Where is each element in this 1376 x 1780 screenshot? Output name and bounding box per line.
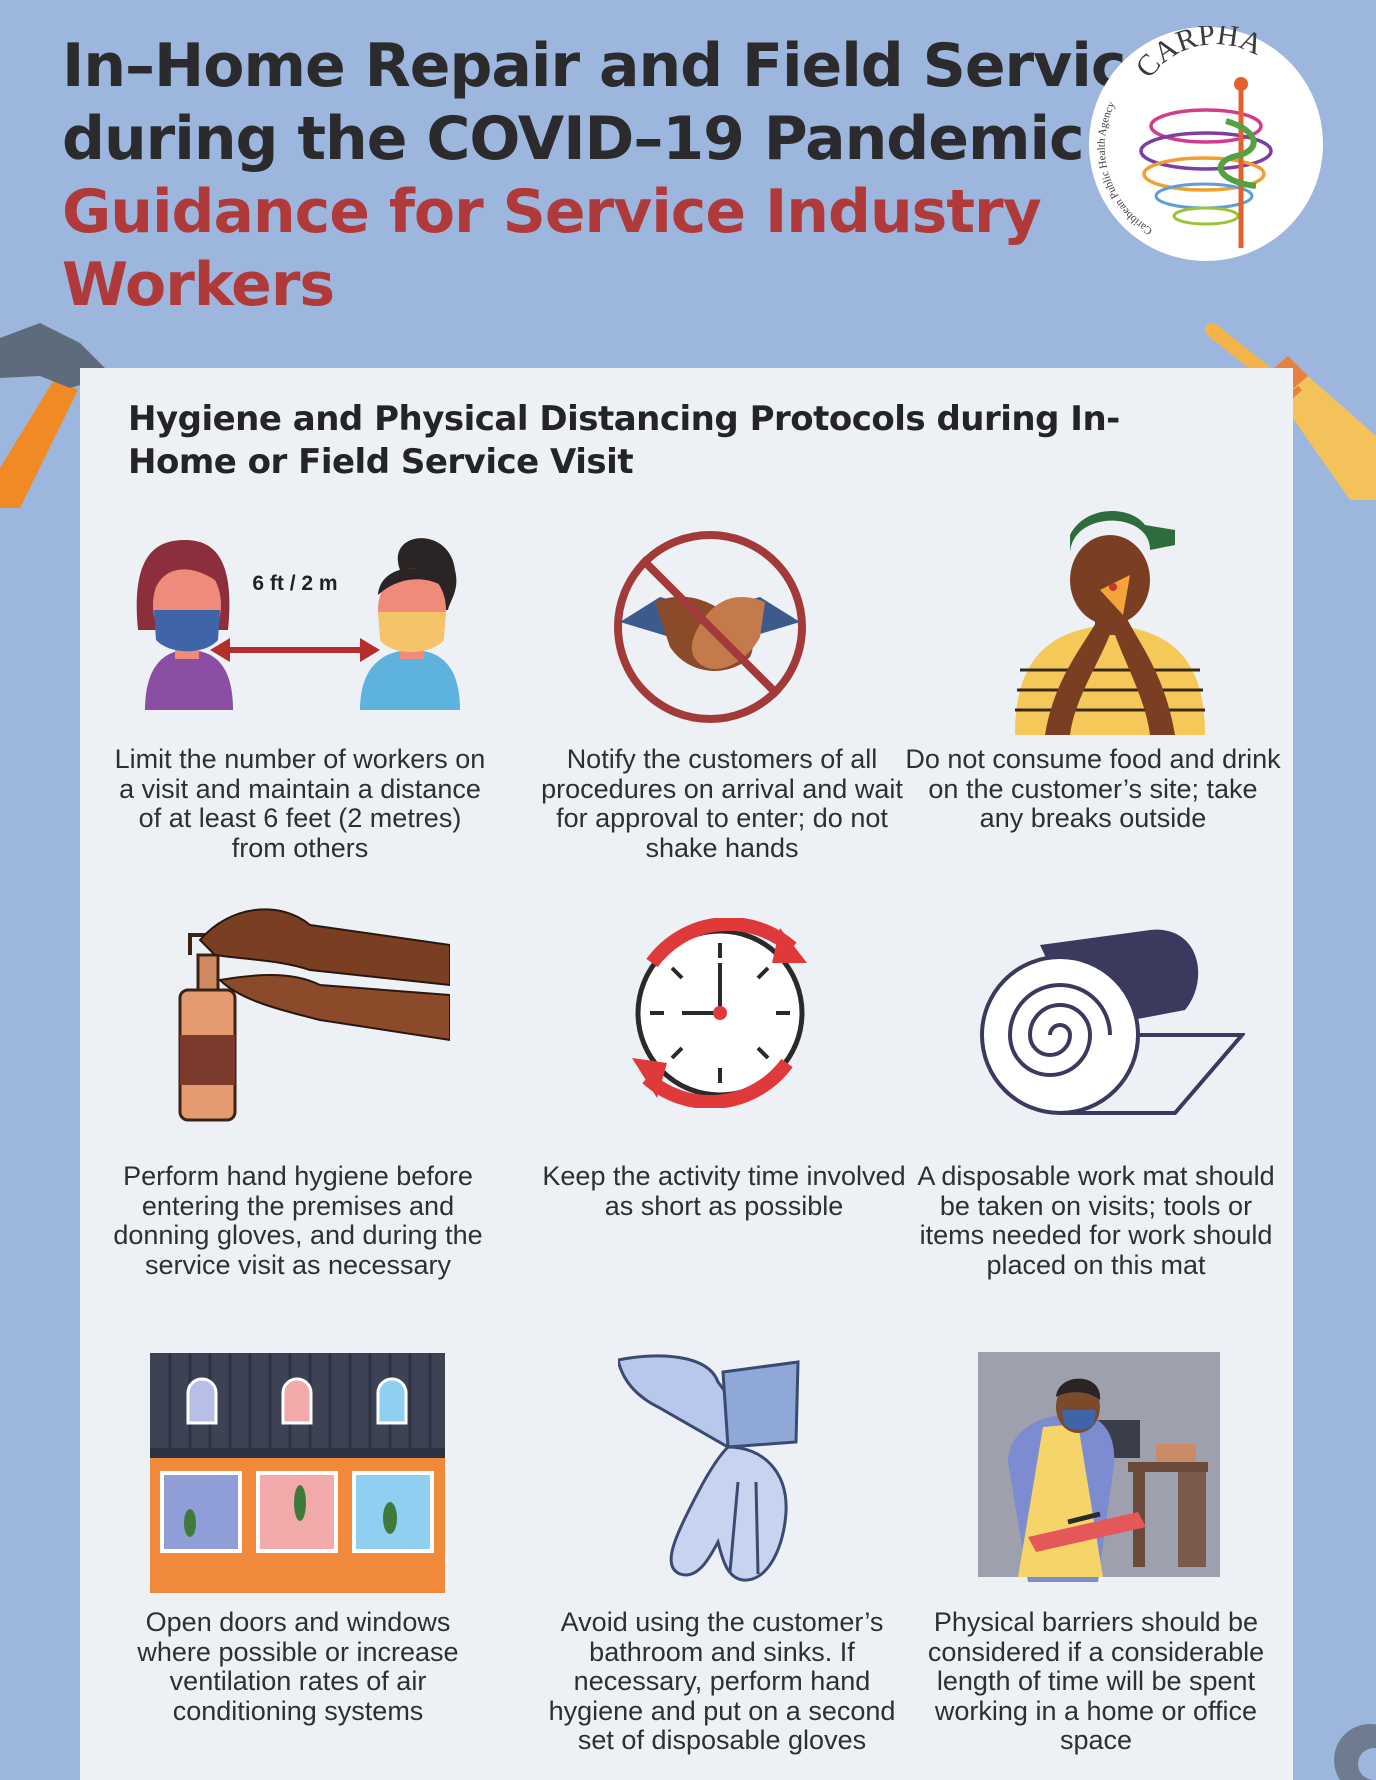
hand-sanitizer-icon (178, 908, 450, 1122)
rolled-mat-icon (980, 929, 1245, 1115)
hammer-icon (0, 323, 118, 508)
caption-work-mat: A disposable work mat should be taken on… (917, 1161, 1275, 1280)
worker-barrier-icon (978, 1352, 1220, 1582)
caption-notify-customers: Notify the customers of all procedures o… (541, 744, 903, 863)
person-eating-icon (1015, 511, 1205, 735)
caption-physical-barriers: Physical barriers should be considered i… (927, 1607, 1265, 1755)
caption-short-activity: Keep the activity time involved as short… (542, 1161, 906, 1221)
page-header: In–Home Repair and Field Services during… (62, 30, 1201, 322)
physical-distance-icon: 6 ft / 2 m (136, 538, 460, 710)
clock-icon (632, 918, 807, 1108)
page-title-line-1: In–Home Repair and Field Services (62, 31, 1201, 101)
open-windows-icon (150, 1353, 445, 1593)
caption-ventilation: Open doors and windows where possible or… (137, 1607, 459, 1726)
wrench-icon (1334, 1724, 1376, 1780)
caption-bathroom: Avoid using the customer’s bathroom and … (548, 1607, 896, 1755)
caption-no-food: Do not consume food and drink on the cus… (905, 744, 1281, 833)
section-title: Hygiene and Physical Distancing Protocol… (128, 399, 1120, 482)
carpha-logo: CARPHA Caribbean Public Health Agency (1089, 26, 1323, 261)
distance-label: 6 ft / 2 m (252, 572, 337, 595)
page-subtitle-line-1: Guidance for Service Industry (62, 177, 1042, 247)
no-handshake-icon (614, 531, 806, 723)
caption-hand-hygiene: Perform hand hygiene before entering the… (113, 1161, 483, 1280)
caption-limit-workers: Limit the number of workers on a visit a… (114, 744, 486, 863)
page-subtitle-line-2: Workers (62, 250, 335, 320)
page-title-line-2: during the COVID–19 Pandemic: (62, 104, 1108, 174)
disposable-glove-icon (618, 1354, 800, 1582)
